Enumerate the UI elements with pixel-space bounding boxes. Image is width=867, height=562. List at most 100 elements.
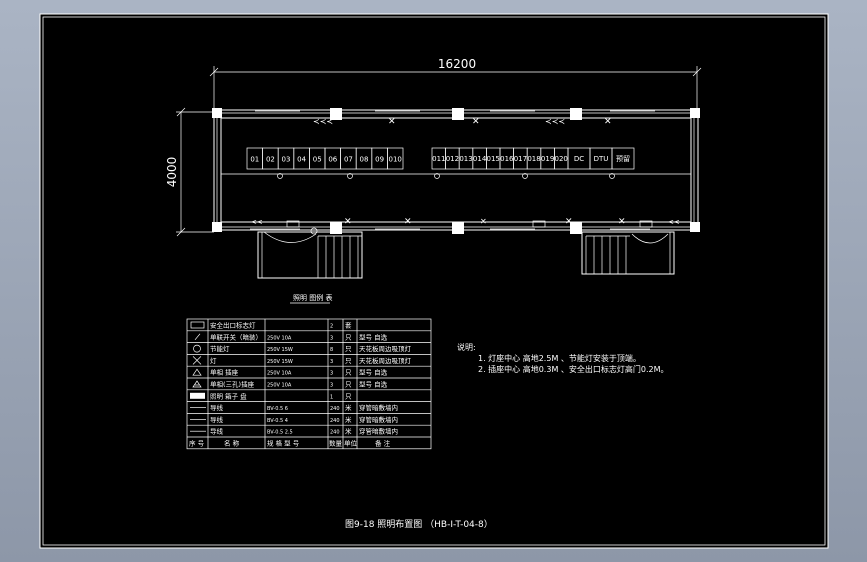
svg-text:✕: ✕ [472,117,480,127]
note-item-2: 2. 插座中心 高地0.3M 、安全出口标志灯高门0.2M。 [478,364,669,374]
cabinet-right-label: 011 [432,155,445,163]
legend-note: 穿管暗敷墙内 [359,415,398,424]
svg-text:✕: ✕ [565,217,573,227]
legend-note: 穿管暗敷墙内 [359,427,398,436]
legend-model: 250V 10A [267,371,292,377]
legend-model: BV-0.5 2.5 [267,430,293,436]
switch-icon [194,333,201,341]
legend-qty: 3 [330,383,333,389]
cabinet-right-label: 015 [487,155,500,163]
legend-note: 天花板周边吸顶灯 [359,344,412,353]
distribution-box-icon [190,392,205,399]
cabinet-left-label: 03 [282,156,291,164]
legend-name: 导线 [210,427,224,436]
legend-unit: 米 [345,415,352,424]
legend-unit: 只 [345,345,352,353]
svg-text:≺≺≺: ≺≺≺ [545,117,565,126]
legend-header: 数量 [329,439,343,448]
legend-header: 规 格 型 号 [267,439,300,448]
svg-text:✕: ✕ [344,217,352,227]
lamp-icon [192,356,202,365]
cabinet-right-label: 017 [514,155,527,163]
legend-name: 单联开关（暗装） [210,332,262,341]
notes: 说明: 1. 灯座中心 高地2.5M 、节能灯安装于顶端。 2. 插座中心 高地… [457,342,669,374]
stairs-left [257,231,363,279]
dimension-4000: 4000 [165,157,179,188]
cabinet-right-label: 013 [459,155,472,163]
legend-unit: 只 [345,369,352,377]
legend-qty: 240 [330,430,340,436]
legend-model: 250V 10A [267,383,292,389]
cabinet-left-label: 04 [297,156,306,164]
drawing-title: 图9-18 照明布置图 （HB-I-T-04-8） [345,518,493,530]
svg-text:⋖⋖: ⋖⋖ [251,218,263,226]
legend-unit: 米 [345,403,352,412]
svg-text:✕: ✕ [388,117,396,127]
cabinet-right-box [611,147,635,170]
legend-unit: 米 [345,427,352,436]
dimension-vertical: 4000 [165,107,214,237]
legend-model: 250V 15W [267,347,293,353]
legend-qty: 1 [330,394,333,400]
legend-qty: 3 [330,335,333,341]
legend-name: 单相(三孔)插座 [210,380,255,389]
stairs-right [581,231,675,275]
legend-qty: 240 [330,418,340,424]
energy-lamp-icon [193,344,201,353]
legend-model: BV-0.5 4 [267,418,288,424]
legend-model: 250V 10A [267,335,292,341]
legend-name: 单相 插座 [210,368,239,377]
cabinet-left-label: 01 [250,156,259,164]
legend-header: 序 号 [189,439,205,448]
legend-model: 250V 15W [267,359,293,365]
note-item-1: 1. 灯座中心 高地2.5M 、节能灯安装于顶端。 [478,353,641,363]
cabinet-right-label: 012 [446,155,459,163]
cabinet-right-label: 018 [527,155,540,163]
cabinet-right-label: 预留 [616,154,630,163]
exit-sign-icon [190,321,205,329]
legend-unit: 只 [345,357,352,365]
svg-text:✕: ✕ [618,217,626,227]
legend-note: 天花板周边吸顶灯 [359,356,412,365]
legend-header: 备 注 [375,439,391,448]
cabinet-left-label: 02 [266,156,275,164]
svg-text:≺≺≺: ≺≺≺ [313,117,333,126]
legend-unit: 只 [345,381,352,389]
cabinet-right-label: DTU [594,155,609,163]
legend-qty: 3 [330,371,333,377]
legend-header: 单位 [344,439,358,448]
legend-note: 型号 自选 [359,332,388,341]
legend-note: 穿管暗敷墙内 [359,403,398,412]
legend-unit: 只 [345,392,352,400]
cabinet-left-box [387,147,404,170]
legend-name: 导线 [210,403,224,412]
cabinet-left-label: 07 [344,156,353,164]
cabinet-left-label: 05 [313,156,322,164]
legend-name: 照明 箱子 盘 [210,391,247,400]
building-plan: ≺≺≺ ✕ ✕ ≺≺≺ ✕ ✕ ✕ ✕ ✕ ✕ ⋖⋖ ⋖⋖ [212,108,700,235]
notes-heading: 说明: [457,342,476,352]
legend-qty: 240 [330,406,340,412]
legend-name: 导线 [210,415,224,424]
legend-name: 节能灯 [210,344,230,353]
three-hole-socket-icon [192,380,202,388]
legend-note: 型号 自选 [359,380,388,389]
drawing-sheet [39,13,829,549]
drawing-border [42,16,826,546]
cabinet-right-label: 020 [555,155,568,163]
legend-name: 灯 [210,356,217,365]
socket-icon [192,368,202,376]
dimension-16200: 16200 [438,57,476,71]
cabinet-left-label: 09 [375,156,384,164]
legend-qty: 2 [330,324,333,330]
cabinet-right-label: DC [574,155,584,163]
legend-model: BV-0.5 6 [267,406,288,412]
dimension-horizontal: 16200 [209,57,702,108]
svg-text:✕: ✕ [604,117,612,127]
legend-name: 安全出口标志灯 [210,321,256,330]
cabinet-left-label: 06 [328,156,337,164]
svg-text:✕: ✕ [480,217,487,226]
